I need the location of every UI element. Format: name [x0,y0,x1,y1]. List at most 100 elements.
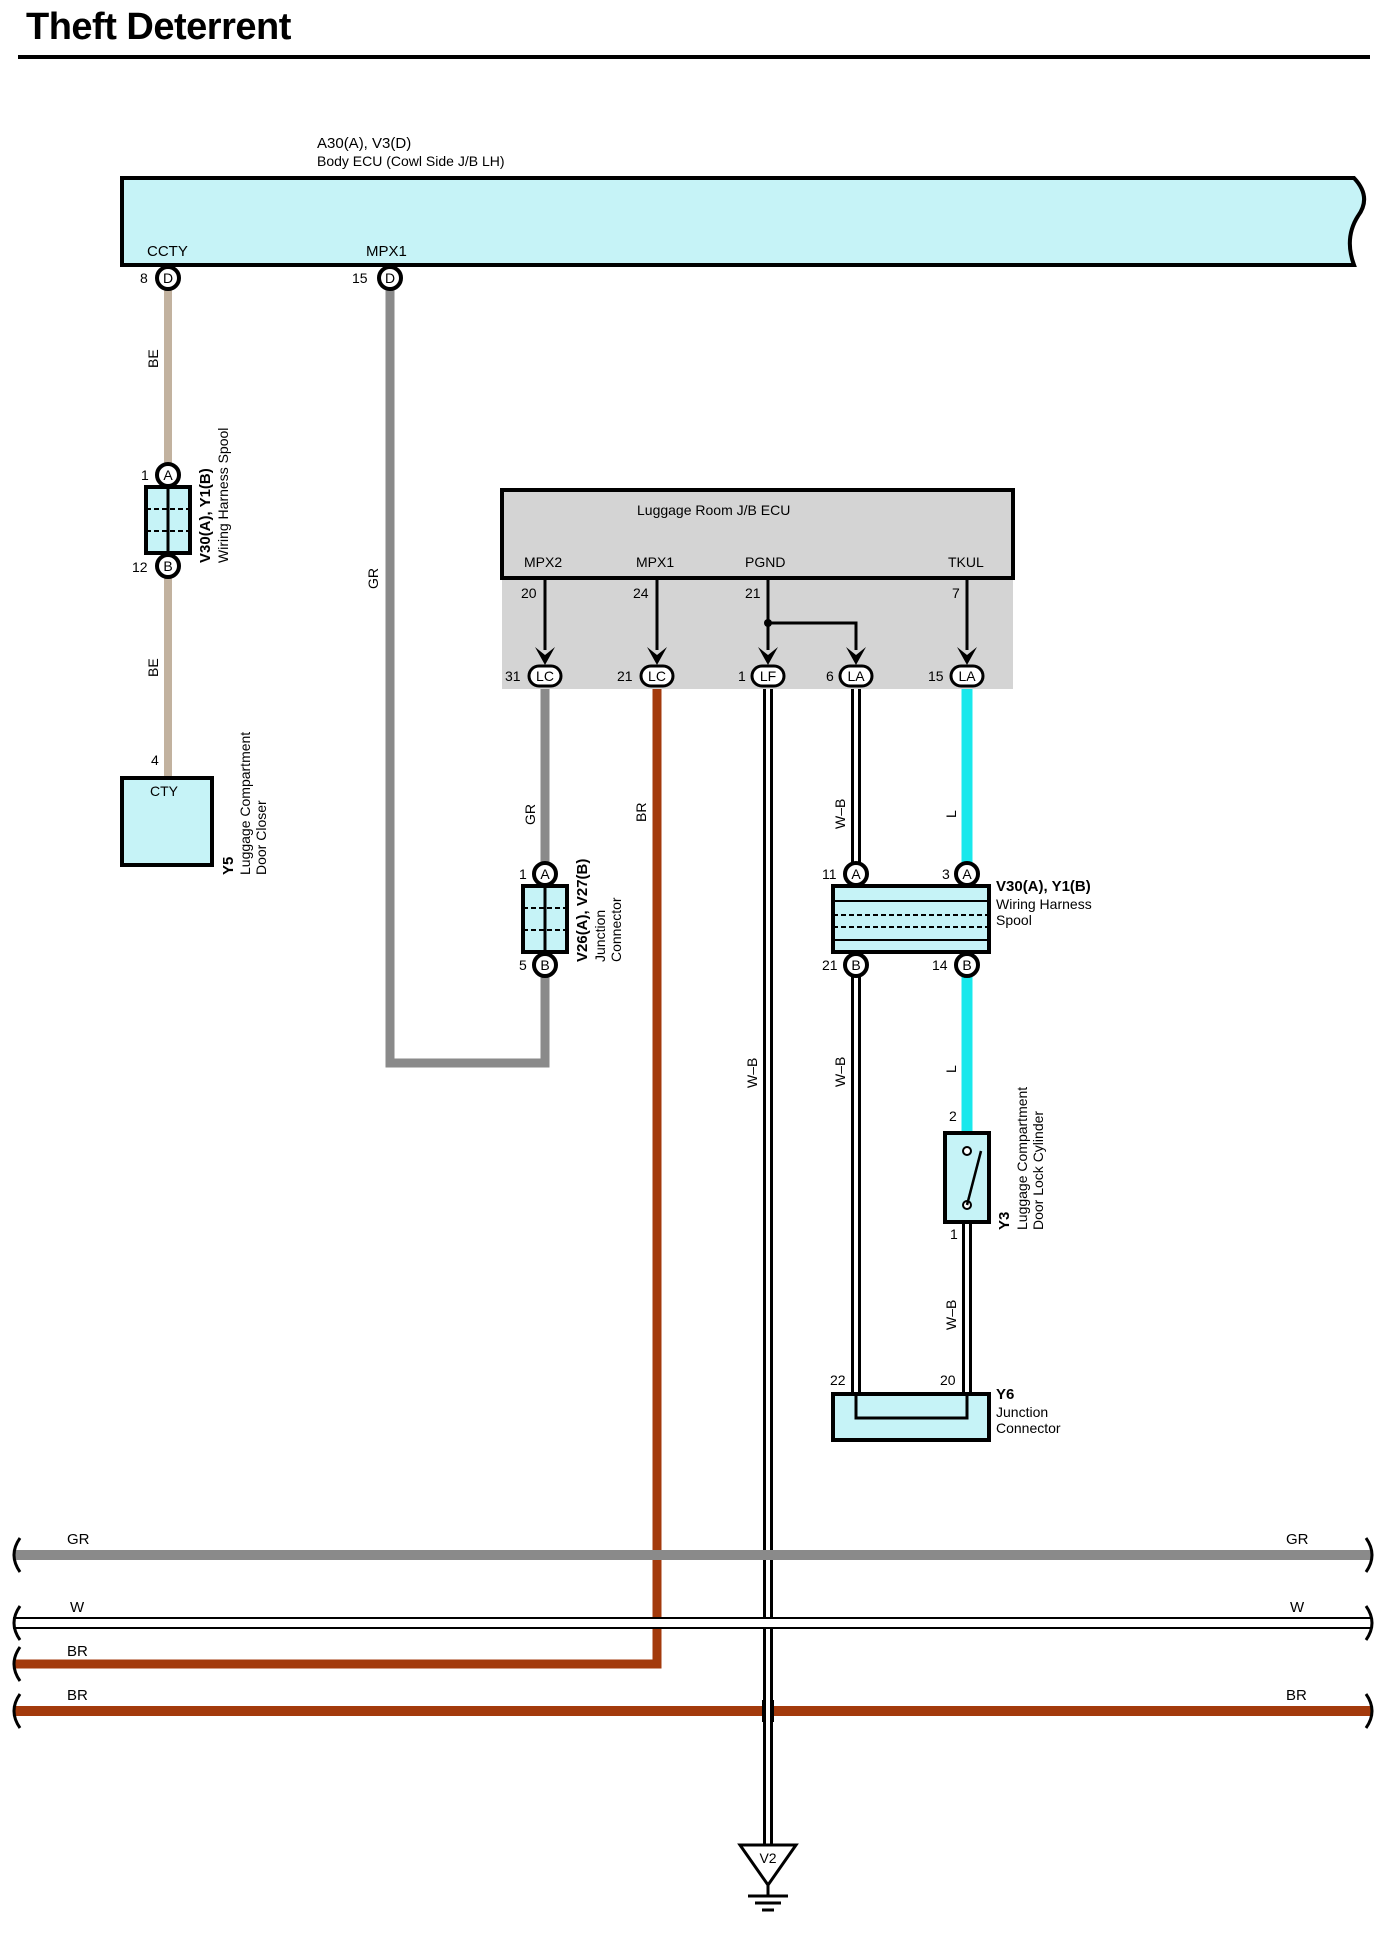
door-closer-box [120,776,214,867]
luggage-jb-box [500,488,1015,580]
spool-left-conn-top: A [155,462,181,488]
luggage-jb-out-pin-1: 1 [738,668,746,684]
bus-label-w-right: W [1290,1599,1305,1616]
luggage-jb-name: Luggage Room J/B ECU [637,502,790,518]
svg-text:LC: LC [536,668,554,684]
ground-symbol [737,1843,799,1912]
luggage-jb-pin-24: 24 [633,585,649,601]
junction-v26-pin-bottom: 5 [519,957,527,973]
wire-label-gr-long: GR [365,568,381,589]
wire-label-l-upper: L [943,810,959,818]
svg-text:B: B [163,558,172,574]
junction-v26-name-line2: Connector [608,897,624,962]
luggage-jb-terminal-pgnd: PGND [745,554,785,570]
bus-label-gr-left: GR [67,1531,90,1548]
svg-text:A: A [163,467,173,483]
wire-gr-mpx1 [385,290,550,1068]
spool-left-pin-top: 1 [141,467,149,483]
lock-cylinder-name-line2: Door Lock Cylinder [1030,1111,1046,1230]
connector-pin-ccty: D [155,265,181,291]
connector-pin-mpx1: D [377,265,403,291]
wire-label-wb-la-upper: W–B [832,799,848,829]
bus-label-br-upper-left: BR [67,1643,88,1660]
junction-y6-pin-left: 22 [830,1372,846,1388]
spool-left-code: V30(A), Y1(B) [197,468,214,563]
luggage-jb-splice-dot [764,619,772,627]
body-ecu-box [120,176,1366,267]
lock-cylinder-pin-bottom: 1 [950,1226,958,1242]
wire-label-wb-y3: W–B [943,1300,959,1330]
junction-y6-name-line2: Connector [996,1420,1061,1436]
body-ecu-terminal-mpx1: MPX1 [366,243,407,260]
junction-y6-box [831,1392,991,1442]
bus-label-br-lower-right: BR [1286,1687,1307,1704]
svg-text:D: D [163,270,173,286]
body-ecu-pin-15: 15 [352,270,368,286]
junction-v26-body [521,884,569,954]
wire-label-br-lc: BR [633,803,649,822]
luggage-jb-arrows [535,647,977,665]
luggage-jb-out-pin-21: 21 [617,668,633,684]
lock-cylinder-name-line1: Luggage Compartment [1014,1087,1030,1230]
junction-v26-conn-bottom: B [532,952,558,978]
spool-right-conn-top-left: A [843,861,869,887]
wire-label-be-upper: BE [145,349,161,368]
door-closer-terminal: CTY [150,783,179,799]
spool-right-code: V30(A), Y1(B) [996,878,1091,895]
ground-code: V2 [759,1850,776,1866]
svg-text:B: B [540,957,549,973]
junction-y6-name-line1: Junction [996,1404,1048,1420]
door-closer-name-line2: Door Closer [253,800,269,875]
spool-right-pin-top-right: 3 [942,866,950,882]
bus-label-br-lower-left: BR [67,1687,88,1704]
spool-right-name-line1: Wiring Harness [996,896,1092,912]
connector-pill-lc21: LC [639,664,675,688]
spool-right-name-line2: Spool [996,912,1032,928]
spool-right-conn-bottom-right: B [954,952,980,978]
luggage-jb-internal-leads [543,578,969,650]
page-title: Theft Deterrent [26,6,291,48]
spool-left-pin-bottom: 12 [132,559,148,575]
body-ecu-name: Body ECU (Cowl Side J/B LH) [317,153,505,169]
svg-text:B: B [851,957,860,973]
luggage-jb-terminal-mpx1: MPX1 [636,554,674,570]
junction-v26-name-line1: Junction [592,910,608,962]
spool-left-name: Wiring Harness Spool [215,428,231,563]
wire-label-be-lower: BE [145,658,161,677]
connector-pill-la6: LA [838,664,874,688]
connector-pill-lc31: LC [527,664,563,688]
connector-pill-lf1: LF [750,664,786,688]
bus-break-left [12,1537,22,1729]
svg-text:A: A [540,866,550,882]
svg-text:D: D [385,270,395,286]
spool-right-body [831,884,991,954]
spool-left-conn-bottom: B [155,553,181,579]
svg-text:LA: LA [847,668,865,684]
connector-pill-la15: LA [949,664,985,688]
luggage-jb-pin-21: 21 [745,585,761,601]
door-closer-pin: 4 [151,752,159,768]
svg-text:A: A [962,866,972,882]
junction-v26-conn-top: A [532,861,558,887]
svg-text:LC: LC [648,668,666,684]
luggage-jb-out-pin-6: 6 [826,668,834,684]
svg-text:B: B [962,957,971,973]
junction-v26-pin-top: 1 [519,866,527,882]
bus-label-w-left: W [70,1599,85,1616]
wire-br-lc21 [13,688,662,1669]
body-ecu-code: A30(A), V3(D) [317,135,411,152]
spool-left-body [144,485,192,555]
door-closer-code: Y5 [220,857,237,875]
junction-y6-code: Y6 [996,1386,1014,1403]
lock-cylinder-code: Y3 [996,1212,1013,1230]
wire-label-wb-la-lower: W–B [832,1057,848,1087]
luggage-jb-pin-20: 20 [521,585,537,601]
wire-label-l-lower: L [943,1065,959,1073]
title-rule [18,55,1370,59]
wire-label-gr-lc: GR [522,804,538,825]
body-ecu-pin-8: 8 [140,270,148,286]
spool-right-conn-bottom-left: B [843,952,869,978]
ground-wire-crossing-inner [766,1700,770,1722]
luggage-jb-terminal-mpx2: MPX2 [524,554,562,570]
